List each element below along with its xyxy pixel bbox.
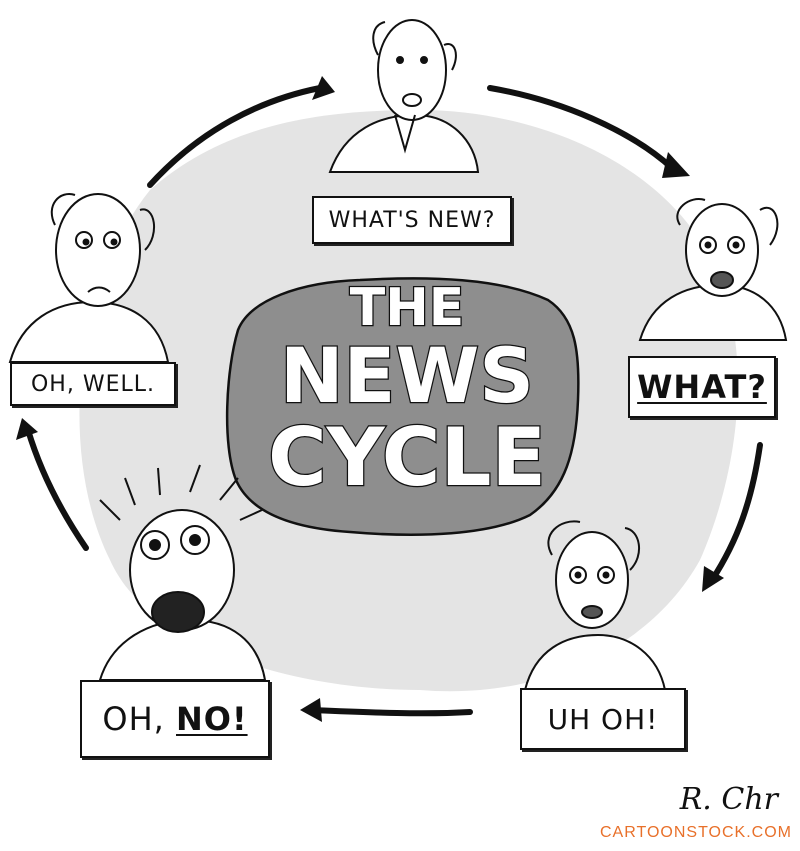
arrow-bottom	[309, 707, 473, 717]
caption-oh-no-prefix: OH,	[102, 700, 165, 738]
arrow-top-left	[147, 85, 323, 188]
title-the: THE	[348, 278, 465, 338]
arrow-left	[25, 427, 89, 551]
arrowhead-1	[312, 76, 335, 100]
arrowhead-5	[16, 418, 38, 440]
figure-oh-well	[8, 193, 170, 363]
figure-whats-new	[328, 19, 480, 173]
figure-uh-oh	[523, 520, 667, 691]
credit-watermark: CARTOONSTOCK.COM	[599, 824, 792, 841]
caption-uh-oh-text: UH OH!	[547, 702, 659, 736]
figure-oh-no	[98, 464, 267, 681]
caption-oh-well: OH, WELL.	[10, 362, 176, 406]
caption-what-text: WHAT?	[637, 368, 767, 406]
caption-whats-new: WHAT'S NEW?	[312, 196, 512, 244]
caption-oh-no: OH, NO!	[80, 680, 270, 758]
caption-uh-oh: UH OH!	[520, 688, 686, 750]
arrowhead-3	[702, 566, 724, 592]
arrow-right	[709, 442, 763, 583]
caption-what: WHAT?	[628, 356, 776, 418]
figure-what	[638, 198, 788, 341]
caption-oh-well-text: OH, WELL.	[30, 371, 155, 397]
news-rock	[225, 277, 580, 537]
artist-signature: R. Chr	[679, 782, 778, 817]
caption-whats-new-text: WHAT'S NEW?	[328, 207, 496, 233]
title-cycle: CYCLE	[267, 411, 548, 504]
center-title: THE NEWS CYCLE	[262, 278, 552, 504]
title-news: NEWS	[279, 331, 536, 420]
arrowhead-2	[662, 152, 690, 178]
arrowhead-4	[300, 698, 322, 722]
arrow-top-right	[487, 85, 675, 171]
caption-oh-no-emph: NO!	[176, 700, 248, 738]
